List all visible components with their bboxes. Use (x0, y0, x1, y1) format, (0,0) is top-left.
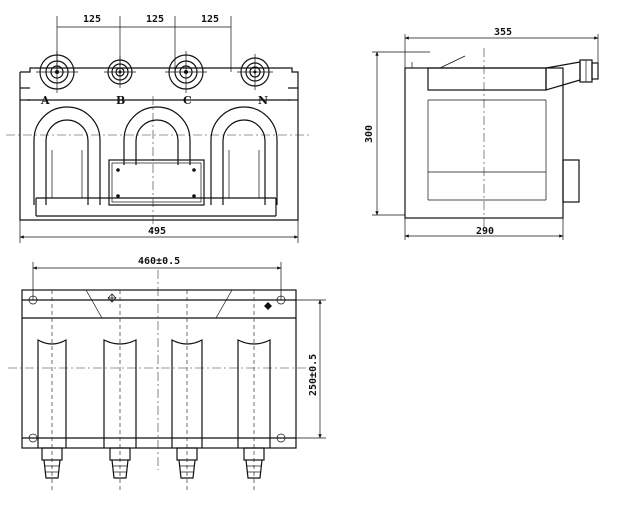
front-body-outline (19, 67, 299, 221)
mounting-depth-dimension: 250±0.5 (285, 299, 326, 439)
terminal-b (104, 56, 136, 88)
side-height-dimension: 300 (364, 51, 430, 216)
plan-body-outline (21, 289, 297, 449)
nameplate (108, 159, 205, 206)
mounting-width-dimension: 460±0.5 (32, 256, 282, 300)
terminal-label-n: N (258, 94, 268, 107)
terminal-label-c: C (183, 94, 192, 107)
side-length-dimension: 355 (404, 27, 599, 68)
side-height-value: 300 (364, 125, 375, 143)
side-bushing (545, 59, 599, 91)
winding-arches (33, 106, 278, 205)
mounting-depth-value: 250±0.5 (308, 354, 319, 396)
side-base-dimension: 290 (404, 218, 564, 240)
spacing-dim-1: 125 (83, 14, 101, 25)
plan-bushing-b (103, 290, 137, 490)
terminal-label-b: B (116, 94, 125, 107)
terminal-n (237, 54, 273, 90)
terminal-label-a: A (40, 94, 50, 107)
front-view: 125 125 125 (6, 14, 312, 243)
plan-view: 460±0.5 (8, 256, 326, 490)
mounting-width-value: 460±0.5 (138, 256, 180, 267)
side-length-value: 355 (494, 27, 512, 38)
plan-bushing-a (37, 290, 67, 490)
spacing-dim-3: 125 (201, 14, 219, 25)
spacing-dim-2: 125 (146, 14, 164, 25)
side-view: 355 300 (364, 27, 599, 240)
overall-width-dimension: 495 (19, 220, 299, 243)
terminal-spacing-dimension: 125 125 125 (56, 14, 232, 72)
plan-bushing-c (171, 290, 203, 490)
terminal-a (36, 51, 78, 93)
side-base-value: 290 (476, 226, 494, 237)
terminal-c (165, 51, 207, 93)
side-body-outline (404, 55, 580, 219)
overall-width-value: 495 (148, 226, 166, 237)
plan-bushing-n (237, 290, 271, 490)
